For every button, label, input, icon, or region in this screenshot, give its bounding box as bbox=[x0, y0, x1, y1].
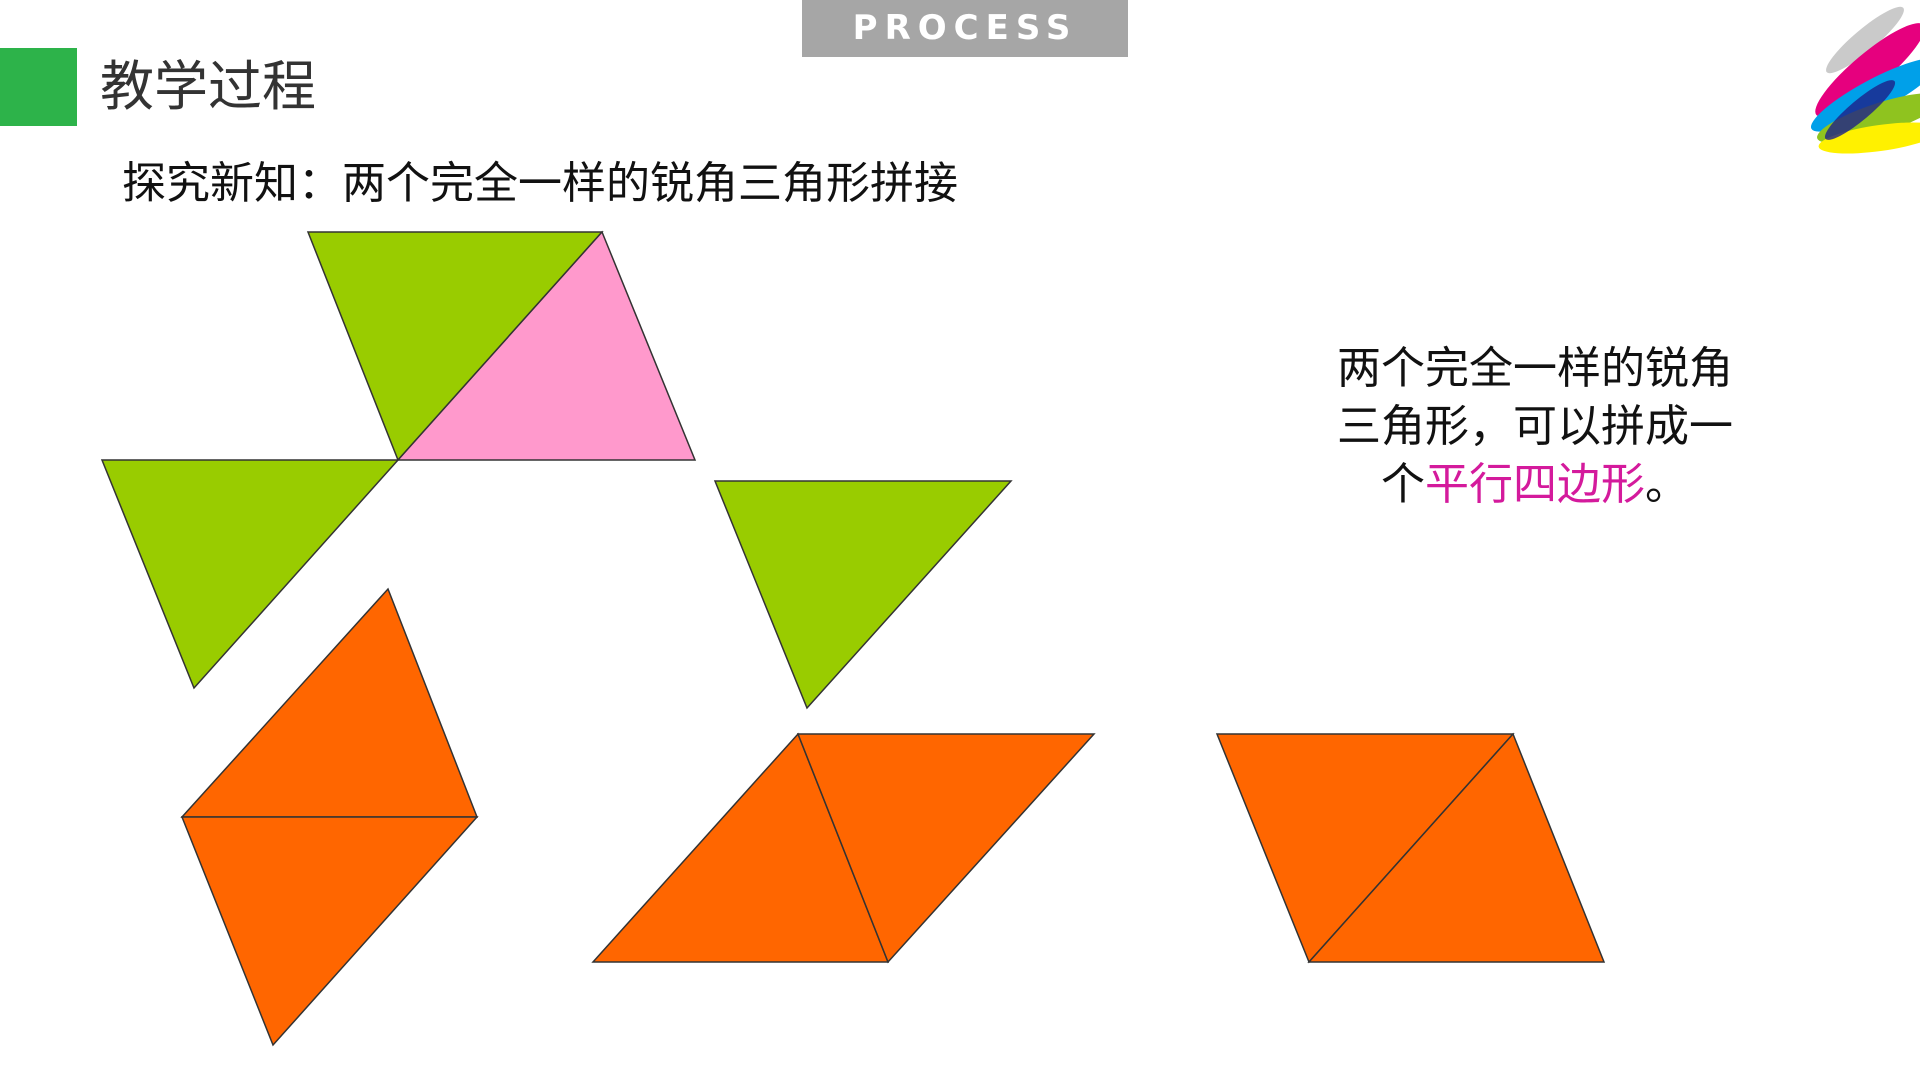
brush-stroke-logo-icon bbox=[1810, 6, 1920, 154]
section-marker bbox=[0, 48, 77, 126]
explanation-suffix: 。 bbox=[1645, 459, 1689, 510]
parallelogram-term: 平行四边形 bbox=[1425, 459, 1645, 510]
section-title: 教学过程 bbox=[100, 55, 316, 118]
orange-triangle-bottom bbox=[1307, 732, 1606, 963]
explanation-line-3: 个平行四边形。 bbox=[1300, 456, 1770, 514]
green-triangle-left bbox=[100, 459, 400, 690]
orange-triangle-right bbox=[796, 733, 1096, 964]
explanation-line-1: 两个完全一样的锐角 bbox=[1337, 343, 1733, 394]
green-triangle-middle bbox=[713, 480, 1013, 710]
orange-triangle-lower bbox=[180, 816, 479, 1047]
subtitle: 探究新知：两个完全一样的锐角三角形拼接 bbox=[122, 158, 958, 209]
explanation-line-2: 三角形，可以拼成一 bbox=[1337, 401, 1733, 452]
pink-triangle bbox=[396, 230, 697, 461]
explanation-text: 两个完全一样的锐角 三角形，可以拼成一 个平行四边形。 bbox=[1300, 340, 1770, 514]
explanation-prefix: 个 bbox=[1381, 459, 1425, 510]
process-tab: PROCESS bbox=[802, 0, 1128, 57]
